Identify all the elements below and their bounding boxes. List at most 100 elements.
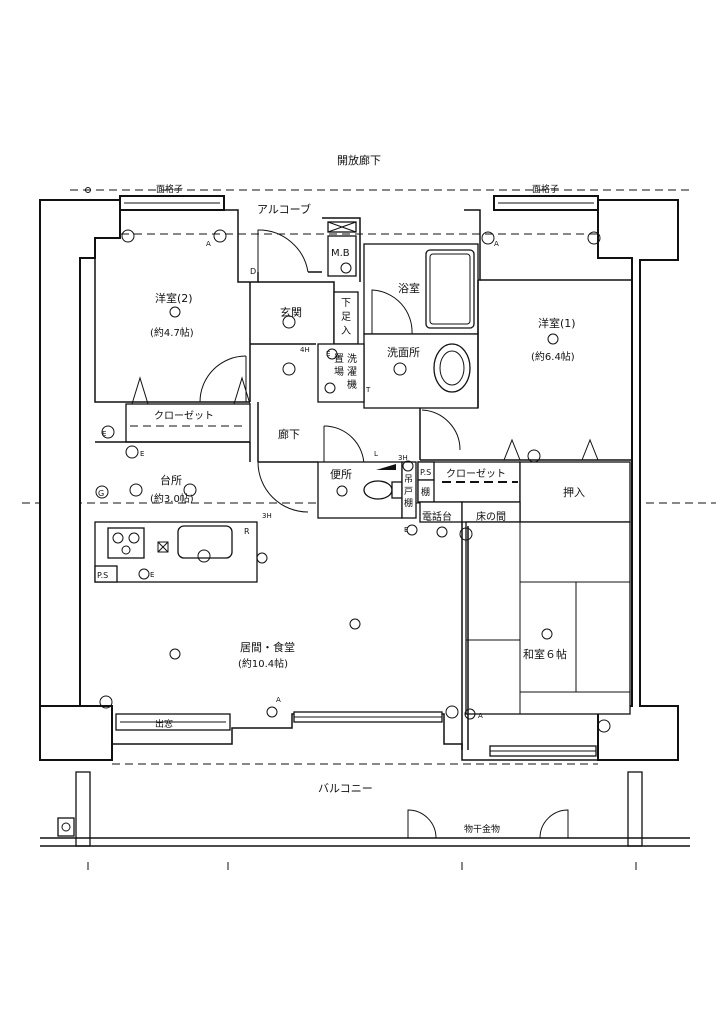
- outlet-japanese-3: [459, 527, 473, 541]
- washer-drain: [324, 382, 336, 394]
- outlet-w2b: [213, 229, 227, 243]
- label-living-size: (約10.4帖): [238, 657, 288, 670]
- outlet-counter: [256, 552, 268, 564]
- balcony-post-left: [75, 771, 91, 847]
- label-kitchen: 台所: [160, 473, 182, 487]
- bathtub-inner: [429, 253, 471, 325]
- ps-left-box: [94, 565, 118, 583]
- mark-g: G: [98, 489, 104, 498]
- outlet-w1: [481, 231, 495, 245]
- toilet-door-arc: [323, 425, 365, 467]
- label-shoebox-3: 入: [341, 326, 351, 337]
- label-linen-1: 吊: [404, 474, 413, 485]
- label-tokonoma: 床の間: [476, 510, 506, 523]
- light-living-2: [169, 648, 181, 660]
- mark-a3: A: [276, 696, 281, 704]
- label-living: 居間・食堂: [240, 640, 295, 654]
- light-genkan: [282, 315, 296, 329]
- outlet-japanese-1: [464, 708, 476, 720]
- label-western1: 洋室(1): [538, 316, 576, 330]
- light-washroom: [393, 362, 407, 376]
- left-bottom-pillar: [39, 705, 113, 761]
- washer-area: [317, 343, 365, 403]
- label-balcony: バルコニー: [318, 782, 373, 795]
- mark-d: D: [250, 267, 256, 276]
- label-entrance: 玄関: [280, 305, 302, 319]
- label-washer-5: 場: [334, 365, 344, 378]
- toilet-bowl: [363, 480, 393, 500]
- outlet-ps: [138, 568, 150, 580]
- light-living-1: [349, 618, 361, 630]
- outlet-washer: [326, 348, 338, 360]
- dishwasher-mark: [157, 541, 169, 553]
- mark-l: L: [374, 450, 378, 458]
- outlet-phone: [436, 526, 448, 538]
- label-western2-size: (約4.7帖): [150, 326, 194, 339]
- mark-e5: E: [404, 526, 408, 534]
- japanese-room: [465, 521, 631, 715]
- burner-1: [112, 532, 124, 544]
- outlet-living-3: [445, 705, 459, 719]
- entrance-door-arc: [257, 229, 309, 273]
- wash-basin-inner: [439, 350, 465, 386]
- label-closet-right: クローゼット: [446, 468, 506, 480]
- label-linen-2: 戸: [404, 486, 413, 497]
- closet-left-box: [125, 403, 251, 443]
- label-washer-4: 置: [334, 353, 344, 365]
- light-toilet: [336, 485, 348, 497]
- burner-3: [121, 545, 131, 555]
- closet-right-door-b: [581, 438, 599, 461]
- mark-4h: 4H: [300, 346, 310, 354]
- shoebox: [333, 291, 359, 345]
- mb-meter-x2: [327, 221, 357, 233]
- balcony-drain: [57, 817, 75, 837]
- mark-e2: E: [140, 450, 144, 458]
- light-hallway: [282, 362, 296, 376]
- closet-right-door-a: [503, 438, 521, 461]
- outlet-toilet: [402, 460, 414, 472]
- right-wall: [597, 199, 679, 761]
- label-alcove: アルコーブ: [257, 202, 311, 216]
- outlet-w1b: [587, 231, 601, 245]
- mark-e1: E: [102, 430, 106, 438]
- label-corridor: 開放廊下: [337, 153, 381, 167]
- label-washer-3: 機: [347, 378, 357, 391]
- mark-3h-b: 3H: [398, 454, 408, 462]
- label-lattice-right: 面格子: [532, 183, 559, 195]
- label-bay-window: 出窓: [155, 718, 173, 730]
- mark-3h: 3H: [262, 512, 272, 520]
- left-wall: [39, 199, 121, 707]
- label-kitchen-size: (約3.0帖): [150, 492, 194, 505]
- label-toilet: 便所: [330, 468, 352, 481]
- label-mb: M.B: [331, 248, 350, 259]
- closet-left-door-a: [131, 376, 149, 405]
- dishwasher-x2: [157, 541, 169, 553]
- balcony-drain-hole: [61, 822, 71, 832]
- label-closet-left: クローゼット: [154, 410, 214, 422]
- light-japanese: [541, 628, 553, 640]
- label-phone: 電話台: [422, 510, 452, 523]
- outlet-japanese-2: [597, 719, 611, 733]
- mark-a4: A: [478, 712, 483, 720]
- mark-t: T: [365, 386, 371, 394]
- light-western1: [547, 333, 559, 345]
- mark-a1: A: [206, 240, 211, 248]
- light-kitchen-2: [183, 483, 197, 497]
- label-japanese: 和室６帖: [523, 647, 567, 661]
- outlet-living-2: [266, 706, 278, 718]
- outlet-kitchen: [125, 445, 139, 459]
- bath-door-arc: [371, 289, 413, 335]
- label-shoebox-1: 下: [341, 298, 351, 309]
- outlet-living-1: [99, 695, 113, 709]
- label-bath: 浴室: [398, 281, 420, 295]
- balcony-hanger-left: [407, 809, 437, 839]
- label-western2: 洋室(2): [155, 291, 193, 305]
- outlet-mb: [340, 262, 352, 274]
- closet-left-door-b: [233, 376, 251, 405]
- label-ps-right: P.S: [420, 468, 431, 477]
- label-western1-size: (約6.4帖): [531, 350, 575, 363]
- burner-2: [128, 532, 140, 544]
- light-western2: [169, 306, 181, 318]
- mark-e3: E: [150, 571, 154, 579]
